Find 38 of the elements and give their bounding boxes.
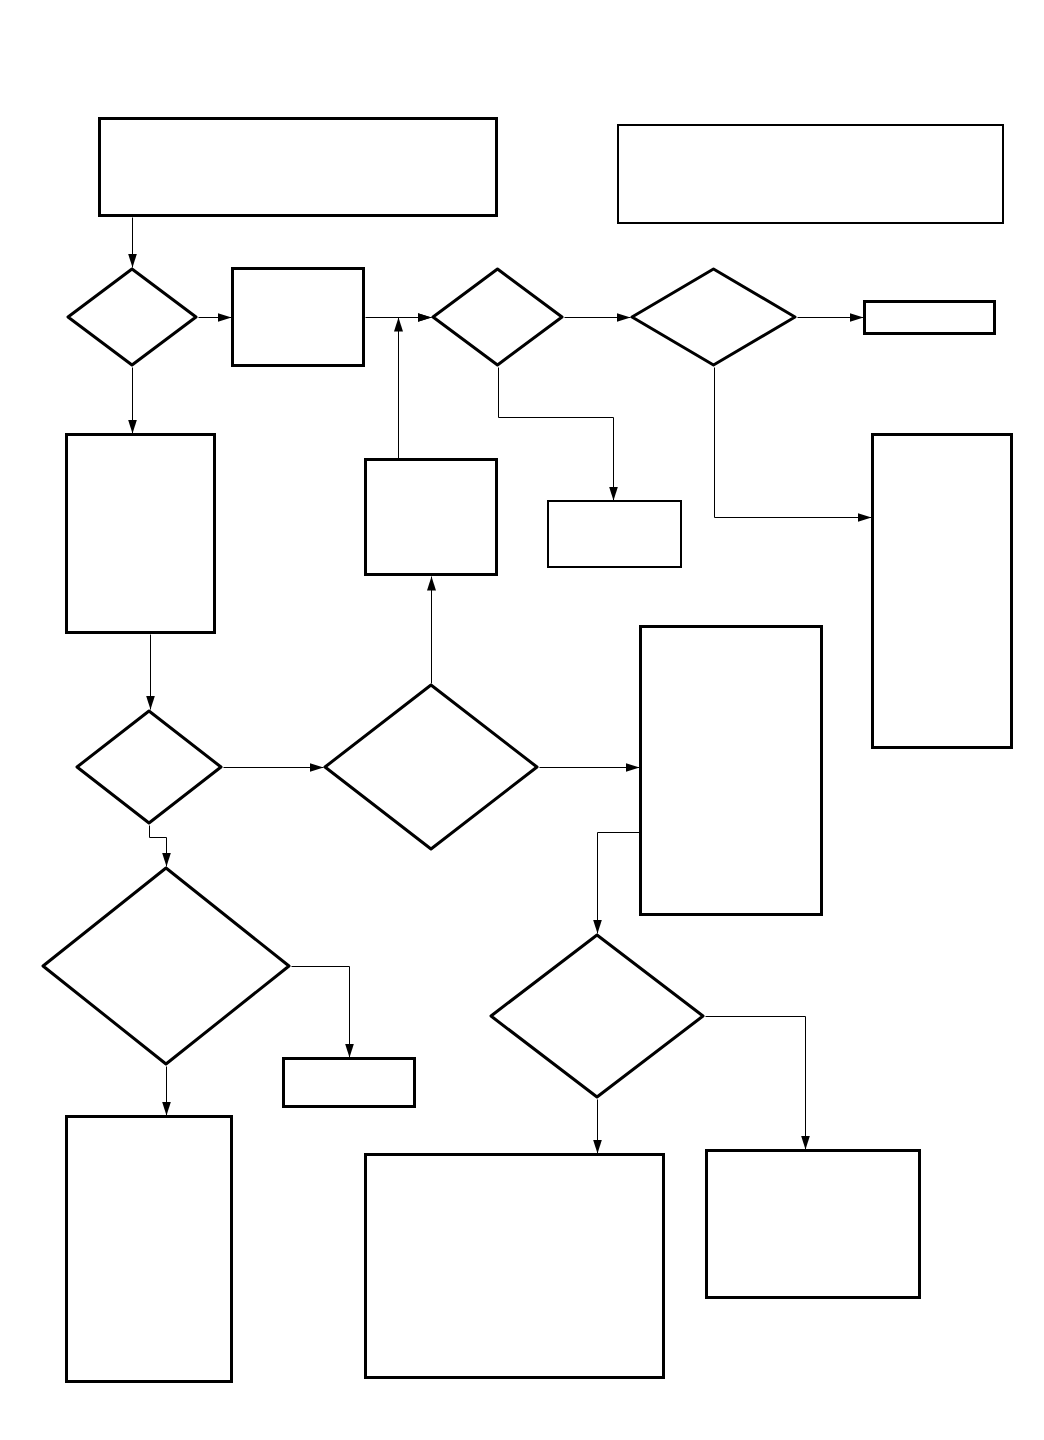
decision-diamond xyxy=(75,709,223,825)
arrow xyxy=(797,313,864,322)
decision-diamond xyxy=(323,683,539,851)
process-box xyxy=(639,625,823,916)
decision-diamond xyxy=(431,267,564,367)
process-box xyxy=(98,117,498,217)
process-box xyxy=(282,1057,416,1108)
arrow xyxy=(593,832,640,934)
process-box xyxy=(863,300,996,335)
arrow xyxy=(128,217,137,268)
decision-diamond xyxy=(66,267,198,367)
process-box xyxy=(871,433,1013,749)
process-box xyxy=(617,124,1004,224)
arrow xyxy=(146,634,155,710)
arrow xyxy=(128,367,137,434)
arrow xyxy=(593,1099,602,1154)
arrow xyxy=(223,763,324,772)
decision-diamond xyxy=(489,933,705,1099)
arrow xyxy=(162,1066,171,1116)
process-box xyxy=(705,1149,921,1299)
process-box xyxy=(231,267,365,367)
arrow xyxy=(539,763,640,772)
arrow xyxy=(198,313,232,322)
process-box xyxy=(65,1115,233,1383)
arrow xyxy=(498,367,618,501)
decision-diamond xyxy=(630,267,797,367)
arrow xyxy=(149,825,171,867)
arrow xyxy=(427,576,436,684)
arrow xyxy=(705,1016,810,1150)
process-box xyxy=(547,500,682,568)
arrow xyxy=(714,367,872,522)
process-box xyxy=(65,433,216,634)
process-box xyxy=(364,1153,665,1379)
arrow xyxy=(291,966,354,1058)
arrow xyxy=(564,313,631,322)
process-box xyxy=(364,458,498,576)
decision-diamond xyxy=(41,866,291,1066)
arrow xyxy=(394,313,432,459)
